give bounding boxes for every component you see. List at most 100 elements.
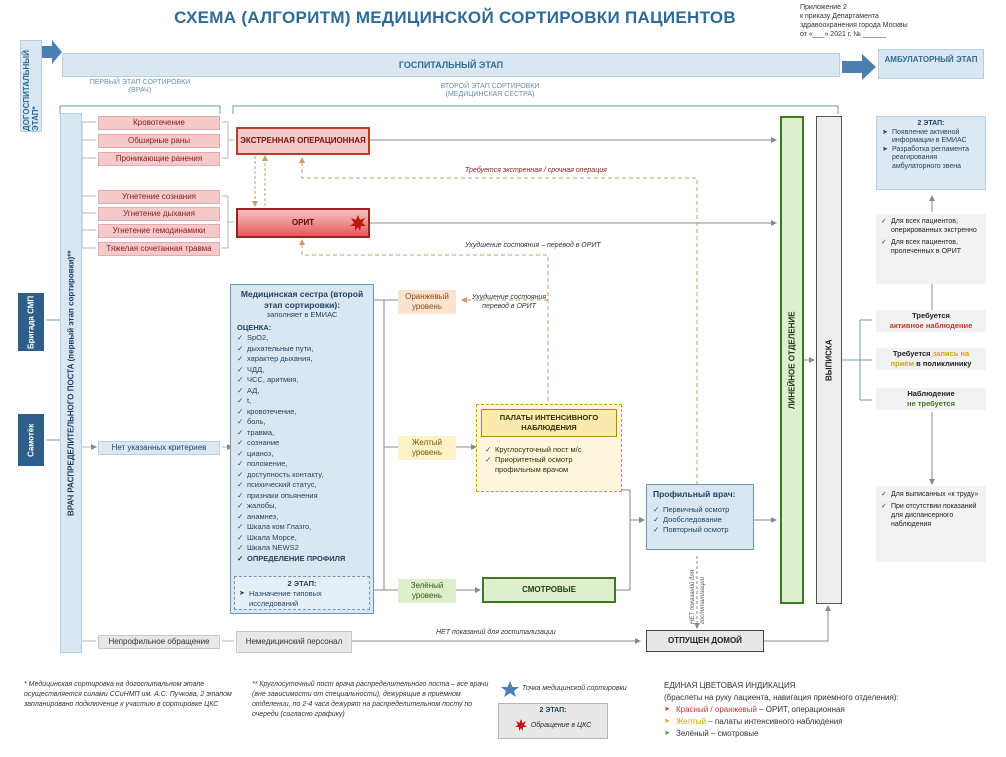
criteria-item: Для всех пациентов, пролеченных в ОРИТ [881,238,981,256]
page-title: СХЕМА (АЛГОРИТМ) МЕДИЦИНСКОЙ СОРТИРОВКИ … [174,8,736,27]
green-level: Зелёный уровень [398,579,456,603]
icu-label: ОРИТ [291,218,315,227]
req2-b: запись на [932,349,970,358]
req2-d: в поликлинику [916,359,972,368]
cks-legend-box: 2 ЭТАП: Обращение в ЦКС [498,703,608,739]
req3-b: не требуется [907,399,955,408]
criteria-item: При отсутствии показаний для диспансерно… [881,502,981,529]
ambulatory-stage2-list: Появление активной информации в ЕМИАС Ра… [882,129,980,172]
criterion-hemodynamics: Угнетение гемодинамики [98,224,220,238]
assessment-item: доступность контакту, [237,470,367,481]
criterion-bleeding: Кровотечение [98,116,220,130]
assessment-list: SpO2, дыхательные пути, характер дыхания… [237,333,367,564]
active-obs-criteria-list: Для всех пациентов, оперированных экстре… [881,217,981,256]
legend-yellow: Желтый – палаты интенсивного наблюдения [664,716,984,728]
nurse-stage2-title: 2 ЭТАП: [287,579,317,588]
nurse-subtitle: заполняет в ЕМИАС [266,310,338,319]
ambulatory-arrow-icon [842,54,876,80]
nonprofile-request: Непрофильное обращение [98,635,220,649]
intensive-wards-title: ПАЛАТЫ ИНТЕНСИВНОГО НАБЛЮДЕНИЯ [481,409,617,437]
footnote-prehospital: * Медицинская сортировка на догоспитальн… [24,681,232,708]
assessment-item: SpO2, [237,333,367,344]
color-legend: ЕДИНАЯ ЦВЕТОВАЯ ИНДИКАЦИЯ (браслеты на р… [664,680,984,740]
assessment-item: дыхательные пути, [237,344,367,355]
assessment-item: ЧДД, [237,365,367,376]
profile-doctor-title: Профильный врач: [653,489,736,499]
req2-c: приём [890,359,915,368]
assessment-item: боль, [237,417,367,428]
assessment-item: положение, [237,459,367,470]
criteria-item: Для всех пациентов, оперированных экстре… [881,217,981,235]
assessment-item: Шкала ком Глазго, [237,522,367,533]
no-criteria: Нет указанных критериев [98,441,220,455]
no-observation-box: Наблюдение не требуется [876,388,986,410]
profile-determination: ОПРЕДЕЛЕНИЕ ПРОФИЛЯ [237,554,367,565]
active-obs-criteria-box: Для всех пациентов, оперированных экстре… [876,214,986,284]
intensive-item: Приоритетный осмотр профильным врачом [485,455,613,475]
reception-doctor-bar: ВРАЧ РАСПРЕДЕЛИТЕЛЬНОГО ПОСТА (первый эт… [60,113,82,653]
deterioration-note: Ухудшение состояния – перевод в ОРИТ [465,242,601,249]
legend-title: ЕДИНАЯ ЦВЕТОВАЯ ИНДИКАЦИЯ [664,681,796,690]
assessment-item: сознание [237,438,367,449]
intensive-wards-list: Круглосуточный пост м/с Приоритетный осм… [485,445,613,475]
assessment-item: жалобы, [237,501,367,512]
nonmedical-staff: Немедицинский персонал [236,631,352,653]
legend-star [501,681,519,697]
req1-b: активное наблюдение [889,321,973,330]
assessment-label: ОЦЕНКА: [237,322,272,332]
no-observation-criteria-box: Для выписанных «к труду» При отсутствии … [876,486,986,562]
nurse-title: Медицинская сестра (второй этап сортиров… [240,289,364,310]
req2-a: Требуется [892,349,931,358]
intensive-item: Круглосуточный пост м/с [485,445,613,455]
cks-legend-title: 2 ЭТАП: [539,707,567,714]
intensive-wards-box: ПАЛАТЫ ИНТЕНСИВНОГО НАБЛЮДЕНИЯ Круглосут… [476,404,622,492]
clinic-appointment-box: Требуется запись на приём в поликлинику [876,348,986,370]
profile-doctor-item: Первичный осмотр [653,505,747,515]
assessment-item: Шкала Морсе, [237,533,367,544]
no-hosp-note: НЕТ показаний для госпитализации [436,629,556,636]
ambulatory-stage2-box: 2 ЭТАП: Появление активной информации в … [876,116,986,190]
criterion-breathing: Угнетение дыхания [98,207,220,221]
assessment-item: цианоз, [237,449,367,460]
no-obs-criteria-list: Для выписанных «к труду» При отсутствии … [881,490,981,529]
orange-level: Оранжевый уровень [398,290,456,314]
deterioration-note-2: Ухудшение состояния перевод в ОРИТ [471,294,547,310]
active-observation-box: Требуется активное наблюдение [876,310,986,332]
ambulatory-item: Разработка регламента реагирования амбул… [882,146,980,172]
yellow-level: Желтый уровень [398,436,456,460]
icu-box: ОРИТ [236,208,370,238]
nurse-stage2-item: Назначение типовых исследований [239,589,365,609]
ambulatory-stage2-title: 2 ЭТАП: [917,120,945,127]
linear-department: ЛИНЕЙНОЕ ОТДЕЛЕНИЕ [780,116,804,604]
cks-burst-icon [514,719,527,731]
legend-red: Красный / оранжевый – ОРИТ, операционная [664,704,984,716]
profile-doctor-item: Дообследование [653,515,747,525]
prehospital-stage-bar: ДОГОСПИТАЛЬНЫЙ ЭТАП* [20,40,42,132]
nurse-stage2-box: 2 ЭТАП: Назначение типовых исследований [234,576,370,610]
cks-burst-icon [350,215,366,231]
second-sort-label: ВТОРОЙ ЭТАП СОРТИРОВКИ (МЕДИЦИНСКАЯ СЕСТ… [440,83,540,98]
profile-doctor-list: Первичный осмотр Дообследование Повторны… [653,505,747,535]
walk-in-source: Самотёк [18,414,44,466]
emergency-or-box: ЭКСТРЕННАЯ ОПЕРАЦИОННАЯ [236,127,370,155]
legend-green: Зелёный – смотровые [664,728,984,740]
star-legend: Точка медицинской сортировки [522,685,627,692]
assessment-item: АД, [237,386,367,397]
assessment-item: характер дыхания, [237,354,367,365]
criterion-consciousness: Угнетение сознания [98,190,220,204]
criterion-wounds: Обширные раны [98,134,220,148]
profile-doctor-box: Профильный врач: Первичный осмотр Дообсл… [646,484,754,550]
req1-a: Требуется [912,311,950,320]
assessment-item: анамнез, [237,512,367,523]
exam-rooms-box: СМОТРОВЫЕ [482,577,616,603]
criterion-penetrating: Проникающие ранения [98,152,220,166]
criterion-trauma: Тяжелая сочетанная травма [98,242,220,256]
assessment-item: t, [237,396,367,407]
nurse-box: Медицинская сестра (второй этап сортиров… [230,284,374,614]
assessment-item: психический статус, [237,480,367,491]
assessment-item: признаки опьянения [237,491,367,502]
profile-doctor-item: Повторный осмотр [653,525,747,535]
assessment-item: Шкала NEWS2 [237,543,367,554]
assessment-item: кровотечение, [237,407,367,418]
